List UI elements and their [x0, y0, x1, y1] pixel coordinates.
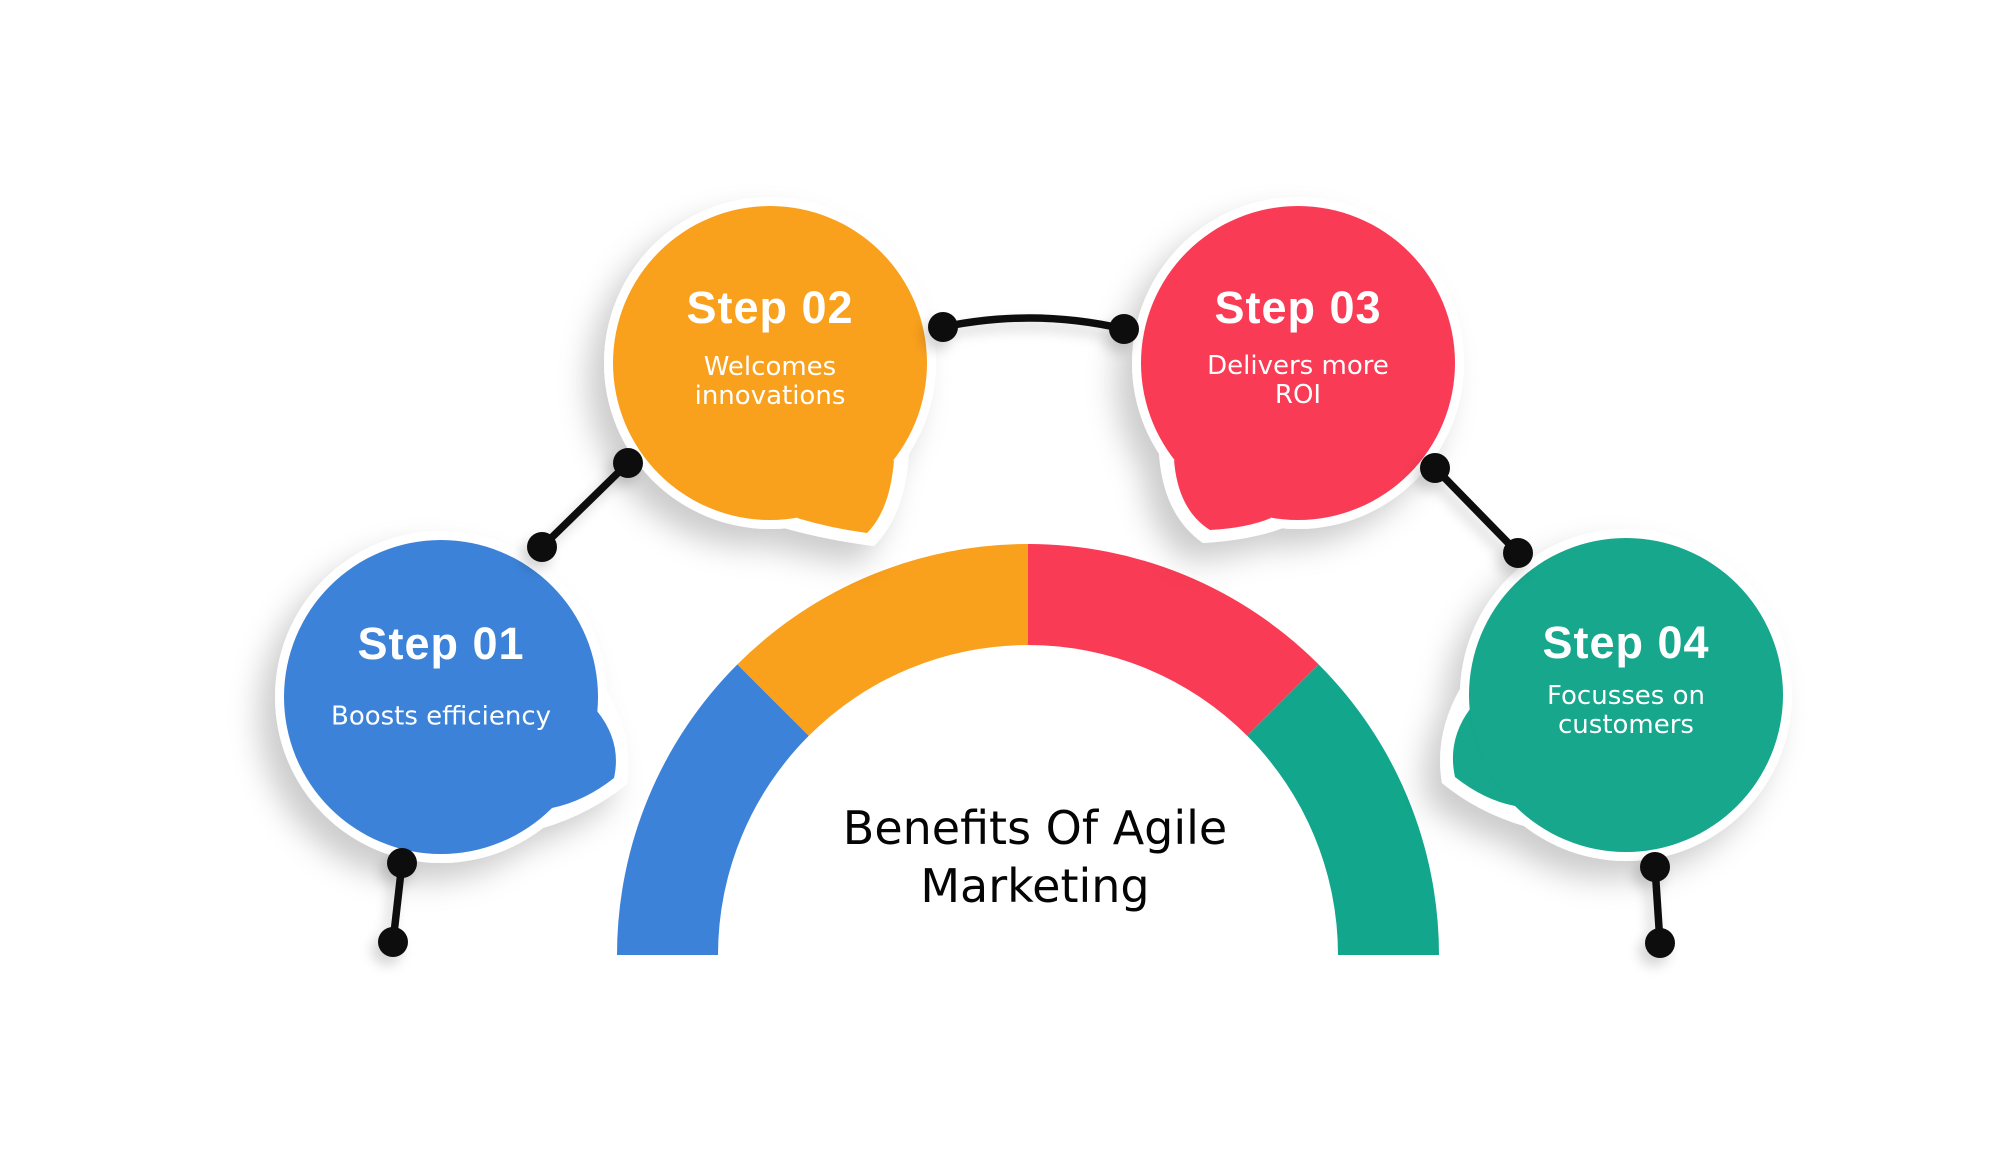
- connector-dot: [928, 312, 958, 342]
- connector-line-step02-step03: [939, 314, 1128, 333]
- bubble-step04: [1440, 529, 1792, 861]
- step01-label: Step 01: [357, 618, 525, 669]
- connectors: [378, 312, 1675, 958]
- step02-description: Welcomes innovations: [694, 352, 846, 411]
- bubble-step04-circle: [1469, 538, 1783, 852]
- arc-segment-step03: [1028, 544, 1319, 736]
- bubble-step01: [275, 531, 629, 863]
- connector-dot: [1645, 928, 1675, 958]
- step03-description: Delivers more ROI: [1207, 351, 1389, 410]
- arc-segment-step01: [617, 664, 809, 955]
- arc-segment-step02: [737, 544, 1028, 736]
- connector-line-step01-step02: [538, 459, 632, 551]
- bubble-step03-circle: [1141, 206, 1455, 520]
- bubble-step02: [604, 197, 936, 546]
- page-title: Benefits Of Agile Marketing: [842, 801, 1228, 913]
- step01-description: Boosts efficiency: [330, 701, 551, 732]
- connector-dot: [1420, 453, 1450, 483]
- step03-label: Step 03: [1214, 282, 1382, 333]
- connector-dot: [527, 532, 557, 562]
- connector-dot: [387, 848, 417, 878]
- step04-description: Focusses on customers: [1547, 681, 1705, 740]
- step02-label: Step 02: [686, 282, 854, 333]
- gauge-arc: [617, 544, 1439, 955]
- bubble-step02-circle: [613, 206, 927, 520]
- bubble-step03: [1132, 197, 1464, 543]
- bubble-step01-circle: [284, 540, 598, 854]
- step04-label: Step 04: [1542, 617, 1710, 668]
- arc-segment-step04: [1247, 664, 1439, 955]
- connector-dot: [378, 927, 408, 957]
- connector-dot: [1640, 852, 1670, 882]
- connector-dot: [613, 448, 643, 478]
- connector-dot: [1109, 314, 1139, 344]
- connector-dot: [1503, 538, 1533, 568]
- connector-line-step03-step04: [1431, 464, 1522, 557]
